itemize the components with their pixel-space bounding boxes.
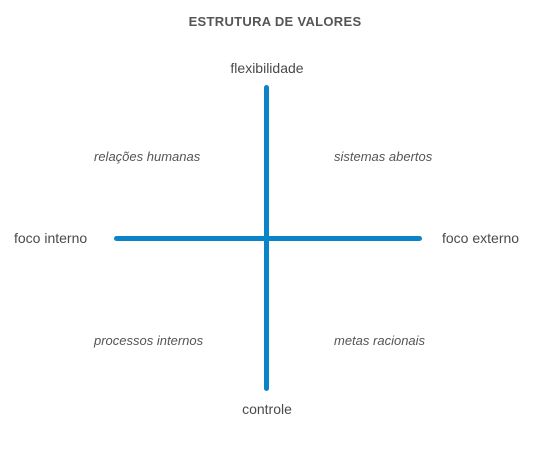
quadrant-label-bottom-left: processos internos — [94, 333, 204, 348]
quadrant-label-top-left: relações humanas — [94, 149, 201, 164]
diagram-title: ESTRUTURA DE VALORES — [188, 14, 362, 29]
axis-label-right: foco externo — [442, 230, 520, 246]
quadrant-label-bottom-right: metas racionais — [334, 333, 426, 348]
horizontal-axis-line — [114, 236, 422, 241]
axis-label-bottom: controle — [242, 401, 292, 417]
quadrant-label-top-right: sistemas abertos — [334, 149, 433, 164]
axis-label-top: flexibilidade — [230, 60, 304, 76]
axis-label-left: foco interno — [14, 230, 88, 246]
